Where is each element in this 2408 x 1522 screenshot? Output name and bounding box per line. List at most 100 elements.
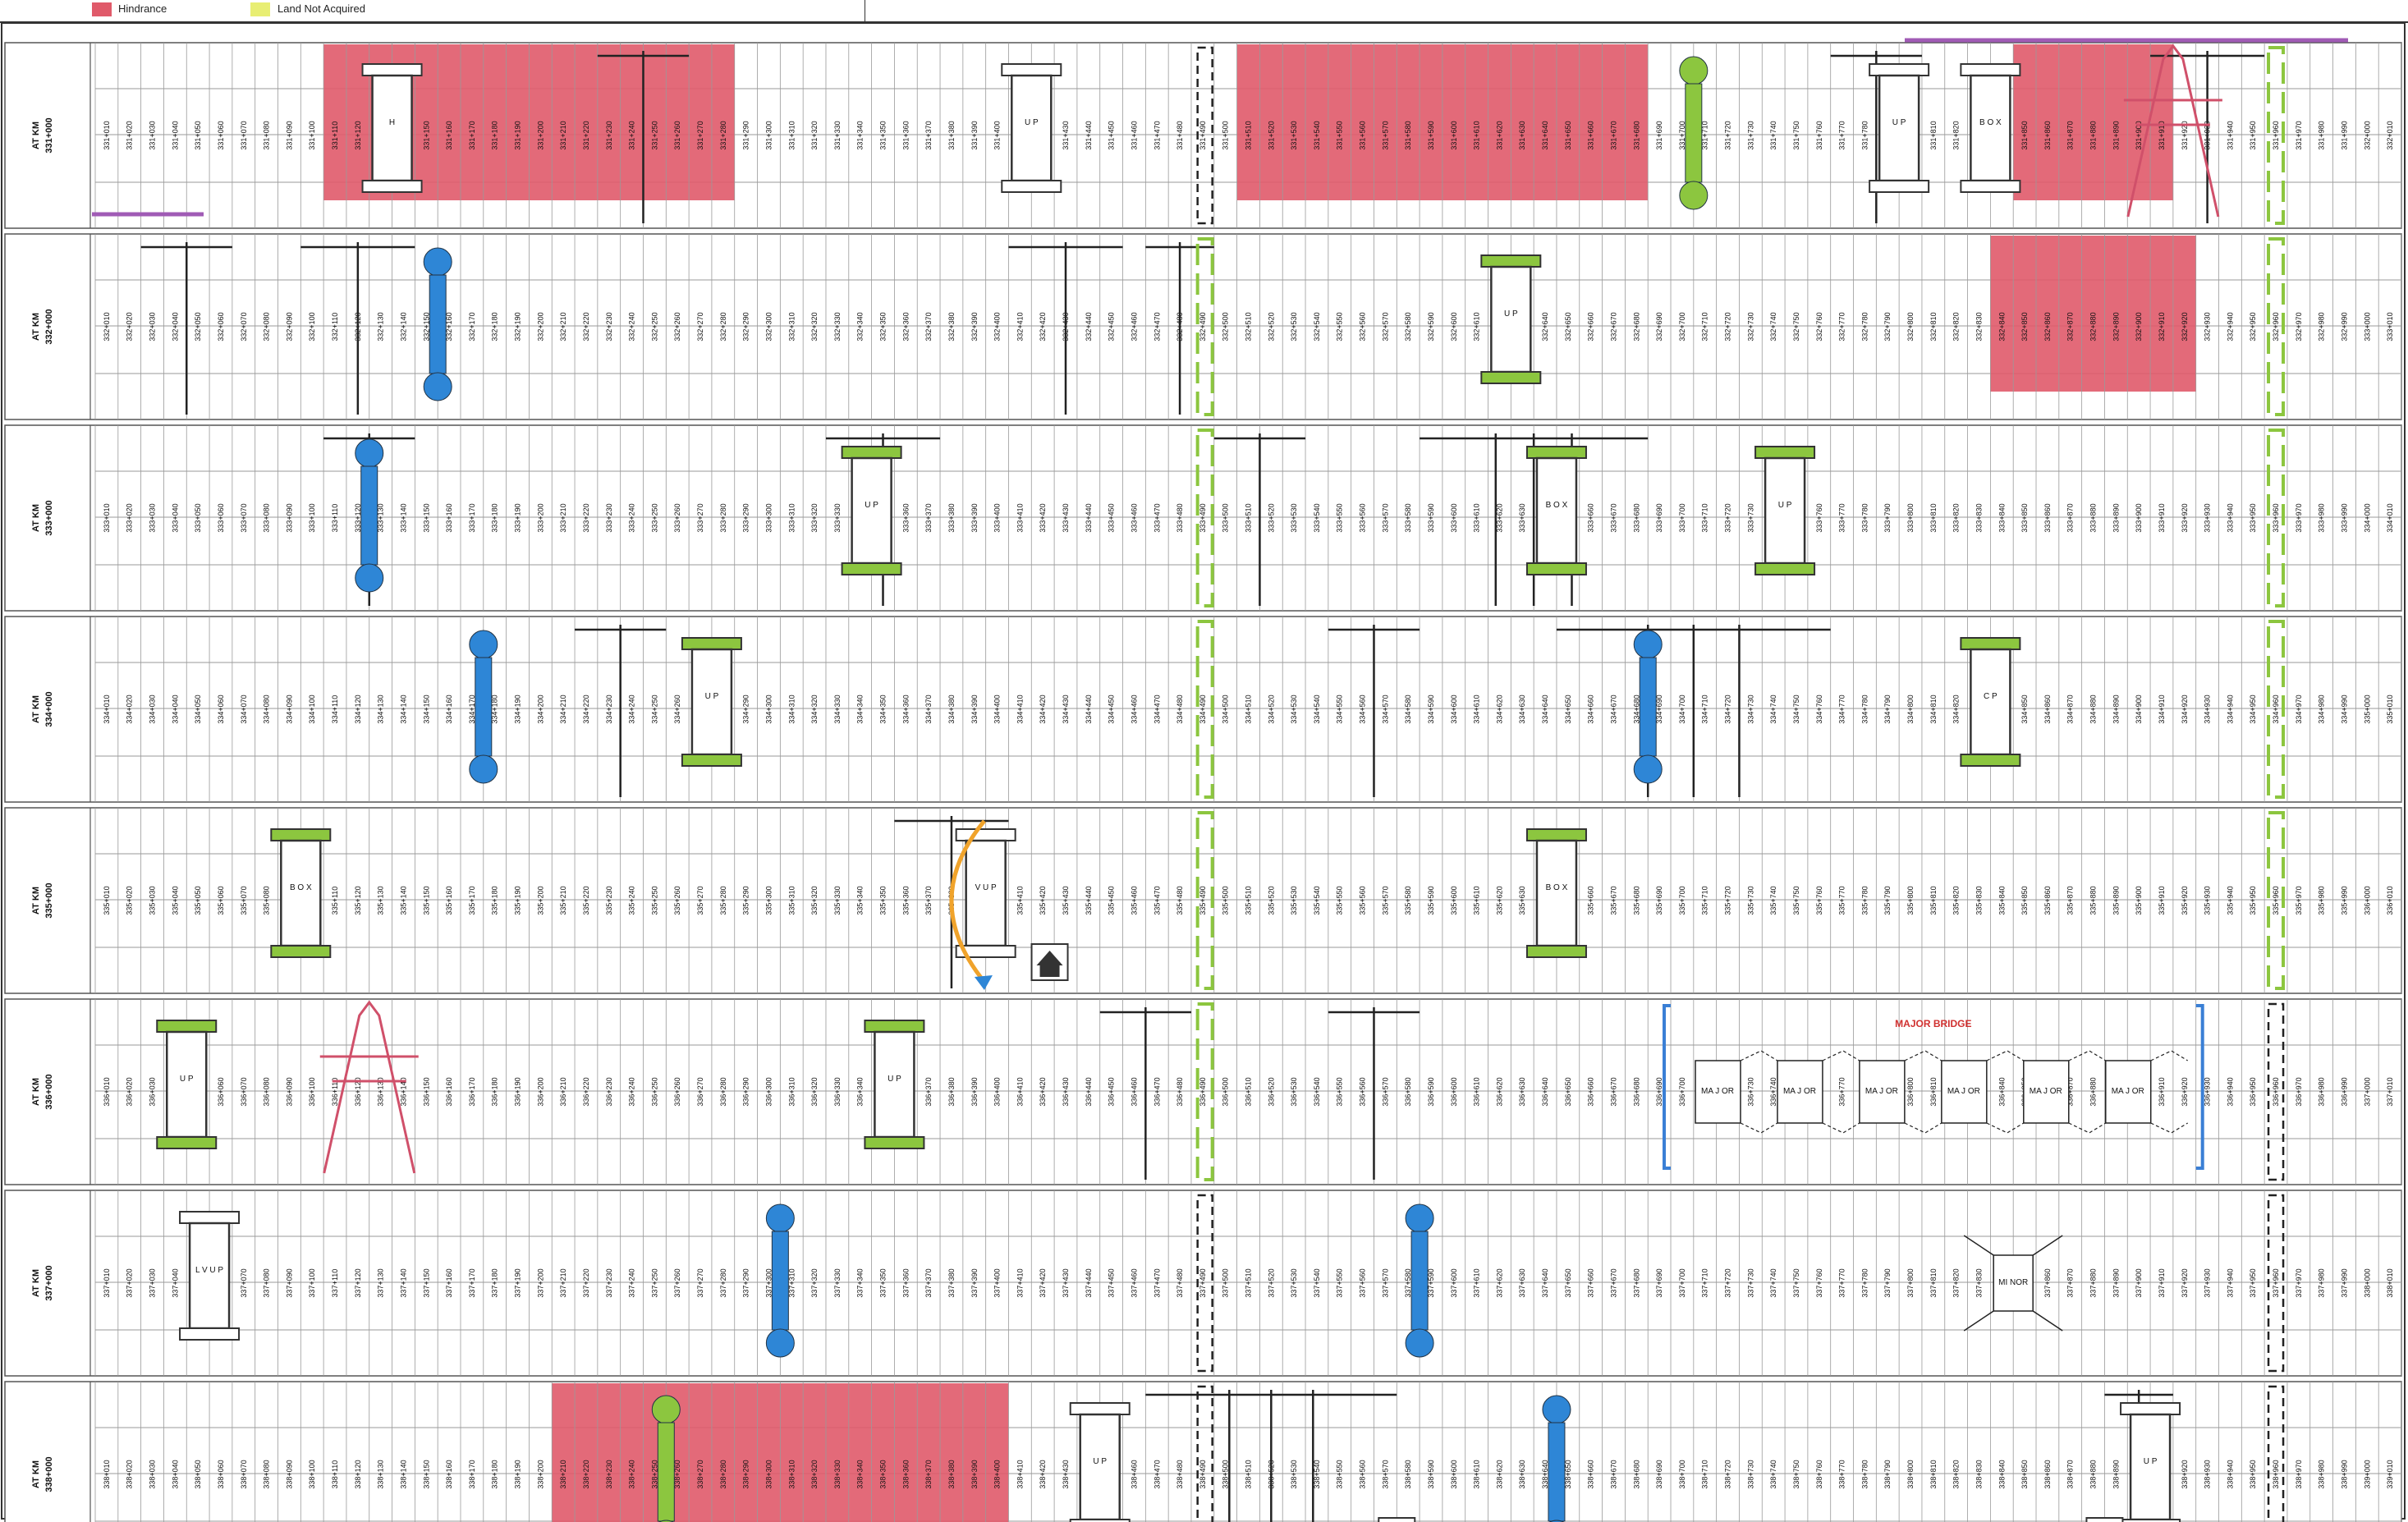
chainage-label: 334+870 (2066, 695, 2075, 723)
chainage-label: 332+100 (308, 312, 316, 341)
chainage-label: 338+770 (1838, 1460, 1846, 1488)
chainage-label: 335+160 (445, 886, 453, 915)
chainage-label: 334+710 (1701, 695, 1709, 723)
chainage-label: 333+300 (764, 503, 773, 532)
chainage-label: 335+410 (1016, 886, 1024, 915)
chainage-label: 335+720 (1724, 886, 1732, 915)
chainage-label: 332+960 (2272, 312, 2280, 341)
chainage-label: 331+280 (719, 121, 727, 149)
chainage-label: 333+580 (1404, 503, 1412, 532)
chainage-label: 336+190 (514, 1077, 522, 1106)
chainage-label: 333+850 (2020, 503, 2029, 532)
chainage-label: 338+710 (1701, 1460, 1709, 1488)
chainage-label: 333+730 (1746, 503, 1754, 532)
chainage-label: 336+520 (1267, 1077, 1275, 1106)
culvert-body (851, 456, 892, 565)
chainage-label: 332+790 (1883, 312, 1892, 341)
chainage-label: 332+700 (1678, 312, 1686, 341)
chainage-label: 334+430 (1062, 695, 1070, 723)
chainage-label: 337+890 (2112, 1268, 2120, 1297)
culvert-label: U P (1093, 1457, 1107, 1466)
chainage-label: 338+100 (308, 1460, 316, 1488)
chainage-label: 332+520 (1267, 312, 1275, 341)
house-frame (1378, 1517, 1416, 1522)
chainage-label: 332+710 (1701, 312, 1709, 341)
chainage-label: 335+430 (1062, 886, 1070, 915)
chainage-label: 331+570 (1381, 121, 1389, 149)
hindrance-zone (1990, 236, 2196, 392)
chainage-label: 335+580 (1404, 886, 1412, 915)
chainage-label: 332+010 (103, 312, 111, 341)
chainage-label: 338+200 (536, 1460, 544, 1488)
chainage-label: 337+540 (1313, 1268, 1321, 1297)
chainage-label: 332+380 (947, 312, 956, 341)
chainage-label: 335+530 (1290, 886, 1298, 915)
chainage-label: 332+070 (240, 312, 248, 341)
chainage-label: 334+720 (1724, 695, 1732, 723)
culvert-label: H (389, 118, 395, 127)
chainage-label: 336+430 (1062, 1077, 1070, 1106)
chainage-label: 331+920 (2181, 121, 2189, 149)
band-label-line2: 337+000 (44, 1265, 54, 1300)
chainage-label: 337+280 (719, 1268, 727, 1297)
bridge-wing (1963, 1235, 1994, 1256)
culvert-label: B O X (1979, 118, 2002, 127)
chainage-label: 335+910 (2158, 886, 2166, 915)
chainage-label: 331+040 (171, 121, 179, 149)
pipe-culvert-bottom (1405, 1328, 1434, 1358)
chainage-label: 335+550 (1336, 886, 1344, 915)
culvert-bottom-slab (1001, 180, 1062, 193)
chainage-label: 337+680 (1632, 1268, 1640, 1297)
band-frame (4, 1381, 2402, 1522)
culvert-body (1970, 74, 2011, 182)
chainage-label: 338+750 (1792, 1460, 1800, 1488)
chainage-label: 331+510 (1245, 121, 1253, 149)
chainage-label: 334+250 (650, 695, 658, 723)
chainage-label: 333+250 (650, 503, 658, 532)
chainage-label: 334+210 (559, 695, 567, 723)
chainage-label: 331+540 (1313, 121, 1321, 149)
chainage-label: 337+110 (331, 1269, 339, 1298)
chainage-label: 331+440 (1085, 121, 1093, 149)
chainage-label: 333+500 (1222, 503, 1230, 532)
chainage-label: 331+210 (559, 121, 567, 149)
chainage-label: 338+240 (628, 1460, 636, 1488)
chainage-label: 333+430 (1062, 503, 1070, 532)
chainage-label: 338+930 (2204, 1460, 2212, 1488)
chainage-label: 334+860 (2043, 695, 2052, 723)
chainage-label: 338+390 (970, 1460, 979, 1488)
chainage-label: 336+390 (970, 1077, 979, 1106)
chainage-label: 332+970 (2295, 312, 2303, 341)
chainage-label: 337+500 (1222, 1268, 1230, 1297)
chainage-label: 335+320 (810, 886, 819, 915)
chainage-label: 332+260 (673, 312, 681, 341)
chainage-label: 336+560 (1359, 1077, 1367, 1106)
chainage-label: 336+990 (2340, 1077, 2348, 1106)
chainage-label: 331+500 (1222, 121, 1230, 149)
chainage-label: 335+680 (1632, 886, 1640, 915)
chainage-label: 335+560 (1359, 886, 1367, 915)
chainage-label: 337+620 (1495, 1268, 1503, 1297)
chainage-label: 333+360 (901, 503, 910, 532)
pipe-culvert-top (1633, 630, 1663, 659)
chainage-label: 336+300 (764, 1077, 773, 1106)
chainage-label: 335+660 (1587, 886, 1595, 915)
chainage-label: 332+810 (1929, 312, 1938, 341)
chainage-label: 338+330 (833, 1460, 842, 1488)
band-label-line2: 335+000 (44, 882, 54, 918)
chainage-label: 338+870 (2066, 1460, 2075, 1488)
chainage-label: 334+410 (1016, 695, 1024, 723)
chainage-label: 335+450 (1108, 886, 1116, 915)
chainage-label: 332+310 (787, 312, 796, 341)
chainage-label: 335+190 (514, 886, 522, 915)
chainage-label: 335+020 (126, 886, 134, 915)
chainage-label: 337+070 (240, 1268, 248, 1297)
chainage-label: 333+790 (1883, 503, 1892, 532)
chainage-label: 334+980 (2318, 695, 2326, 723)
chainage-label: 336+730 (1746, 1077, 1754, 1106)
culvert-top-slab (864, 1020, 925, 1033)
chainage-label: 337+530 (1290, 1268, 1298, 1297)
chainage-label: 337+160 (445, 1268, 453, 1297)
chainage-label: 338+280 (719, 1460, 727, 1488)
bridge-wing (1963, 1310, 1994, 1332)
